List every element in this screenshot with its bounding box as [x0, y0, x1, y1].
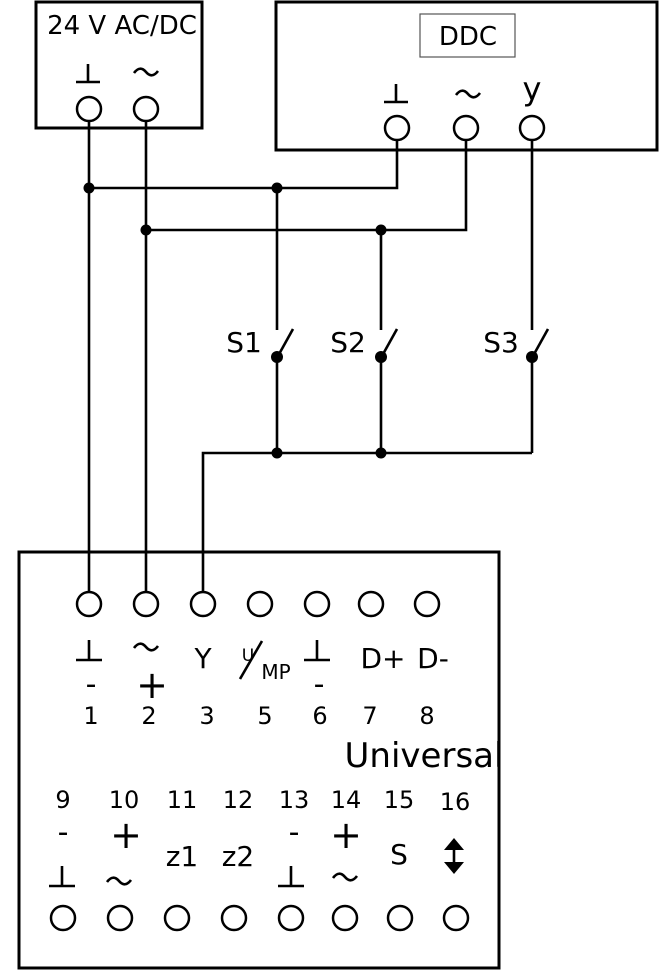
terminal-3-label: Y: [193, 642, 212, 675]
terminal-7: [357, 590, 385, 618]
terminal-5: [246, 590, 274, 618]
terminal-13: [277, 904, 305, 932]
power-supply: 24 V AC/DC: [34, 0, 204, 130]
terminal-14: [331, 904, 359, 932]
terminal-number: 2: [141, 702, 156, 730]
ground-bus-wire: [89, 140, 399, 190]
terminal-number: 11: [167, 786, 198, 814]
junction-dot: [375, 224, 387, 236]
switch-label-s3: S3: [483, 326, 519, 359]
junction-dot: [83, 182, 95, 194]
ddc-label-frame: [419, 13, 516, 58]
terminal-6: [303, 590, 331, 618]
terminal-number: 5: [257, 702, 272, 730]
power-supply-box: [34, 0, 204, 130]
ddc-terminal-ac: [452, 114, 480, 142]
ac-symbol-icon: [105, 876, 133, 886]
terminal-number: 14: [331, 786, 362, 814]
u-mp-mp: MP: [261, 660, 290, 684]
terminal-9: [49, 904, 77, 932]
terminal-9-polarity: -: [58, 815, 69, 850]
terminal-8: [413, 590, 441, 618]
terminal-number: 8: [419, 702, 434, 730]
junction-dot: [271, 447, 283, 459]
switch-contact-icon: [531, 328, 550, 357]
terminal-number: 1: [83, 702, 98, 730]
ac-symbol-icon: [132, 67, 160, 77]
ground-symbol-icon: [76, 640, 102, 662]
terminal-12: [220, 904, 248, 932]
ground-symbol-icon: [278, 866, 304, 888]
u-mp-symbol: U MP: [238, 640, 291, 684]
supply-terminal-ground: [75, 95, 103, 123]
terminal-number: 16: [440, 788, 471, 816]
terminal-number: 7: [362, 702, 377, 730]
ground-symbol-icon: [49, 866, 75, 888]
ac-symbol-icon: [454, 89, 482, 99]
switch-pivot-dot: [375, 351, 387, 363]
updown-arrow-icon: [444, 838, 464, 874]
switch-pivot-dot: [271, 351, 283, 363]
terminal-number: 9: [55, 786, 70, 814]
junction-dot: [271, 182, 283, 194]
switch-label-s2: S2: [330, 326, 366, 359]
junction-dot: [140, 224, 152, 236]
terminal-16: [442, 904, 470, 932]
terminal-15-label: S: [390, 838, 408, 871]
supply-terminal-ac: [132, 95, 160, 123]
terminal-1: [75, 590, 103, 618]
y-signal-wire: [201, 451, 532, 592]
switch-s2: S2: [330, 326, 399, 363]
terminal-2: [132, 590, 160, 618]
ac-bus-wire: [146, 140, 468, 232]
terminal-6-polarity: -: [314, 667, 325, 702]
terminal-10-polarity: +: [110, 813, 142, 857]
switch-s3: S3: [483, 326, 550, 363]
universal-device-box: [17, 550, 501, 970]
switch-pivot-dot: [526, 351, 538, 363]
ground-symbol-icon: [304, 640, 330, 662]
switch-s1: S1: [226, 326, 295, 363]
terminal-number: 13: [279, 786, 310, 814]
terminal-8-label: D-: [417, 642, 449, 675]
ddc-terminal-y: [518, 114, 546, 142]
wiring: [83, 121, 534, 592]
ddc-controller: DDC y: [274, 0, 659, 152]
terminal-number: 15: [384, 786, 415, 814]
switch-contact-icon: [276, 328, 295, 357]
terminal-13-polarity: -: [289, 815, 300, 850]
terminal-14-polarity: +: [330, 813, 362, 857]
ac-symbol-icon: [132, 642, 160, 652]
ac-symbol-icon: [331, 872, 359, 882]
ddc-terminal-ground: [383, 114, 411, 142]
terminal-number: 10: [109, 786, 140, 814]
power-supply-label: 24 V AC/DC: [47, 11, 197, 41]
terminal-7-label: D+: [360, 642, 405, 675]
terminal-11-label: z1: [166, 840, 199, 873]
terminal-number: 6: [312, 702, 327, 730]
terminal-11: [163, 904, 191, 932]
switch-contact-icon: [380, 328, 399, 357]
ground-symbol-icon: [384, 84, 408, 104]
terminal-15: [386, 904, 414, 932]
device-label: Universal: [345, 736, 504, 776]
ddc-label: DDC: [439, 22, 497, 52]
universal-device: Universal - + Y U MP - D+ D- 1 2: [17, 550, 504, 970]
junction-dot: [375, 447, 387, 459]
u-mp-slash-icon: [238, 640, 264, 680]
terminal-3: [189, 590, 217, 618]
switch-label-s1: S1: [226, 326, 262, 359]
terminal-1-polarity: -: [86, 667, 97, 702]
terminal-number: 3: [199, 702, 214, 730]
terminal-10: [106, 904, 134, 932]
ground-symbol-icon: [76, 64, 100, 84]
terminal-12-label: z2: [222, 840, 255, 873]
terminal-number: 12: [223, 786, 254, 814]
terminal-2-polarity: +: [136, 663, 168, 707]
ddc-terminal-y-label: y: [523, 70, 542, 108]
